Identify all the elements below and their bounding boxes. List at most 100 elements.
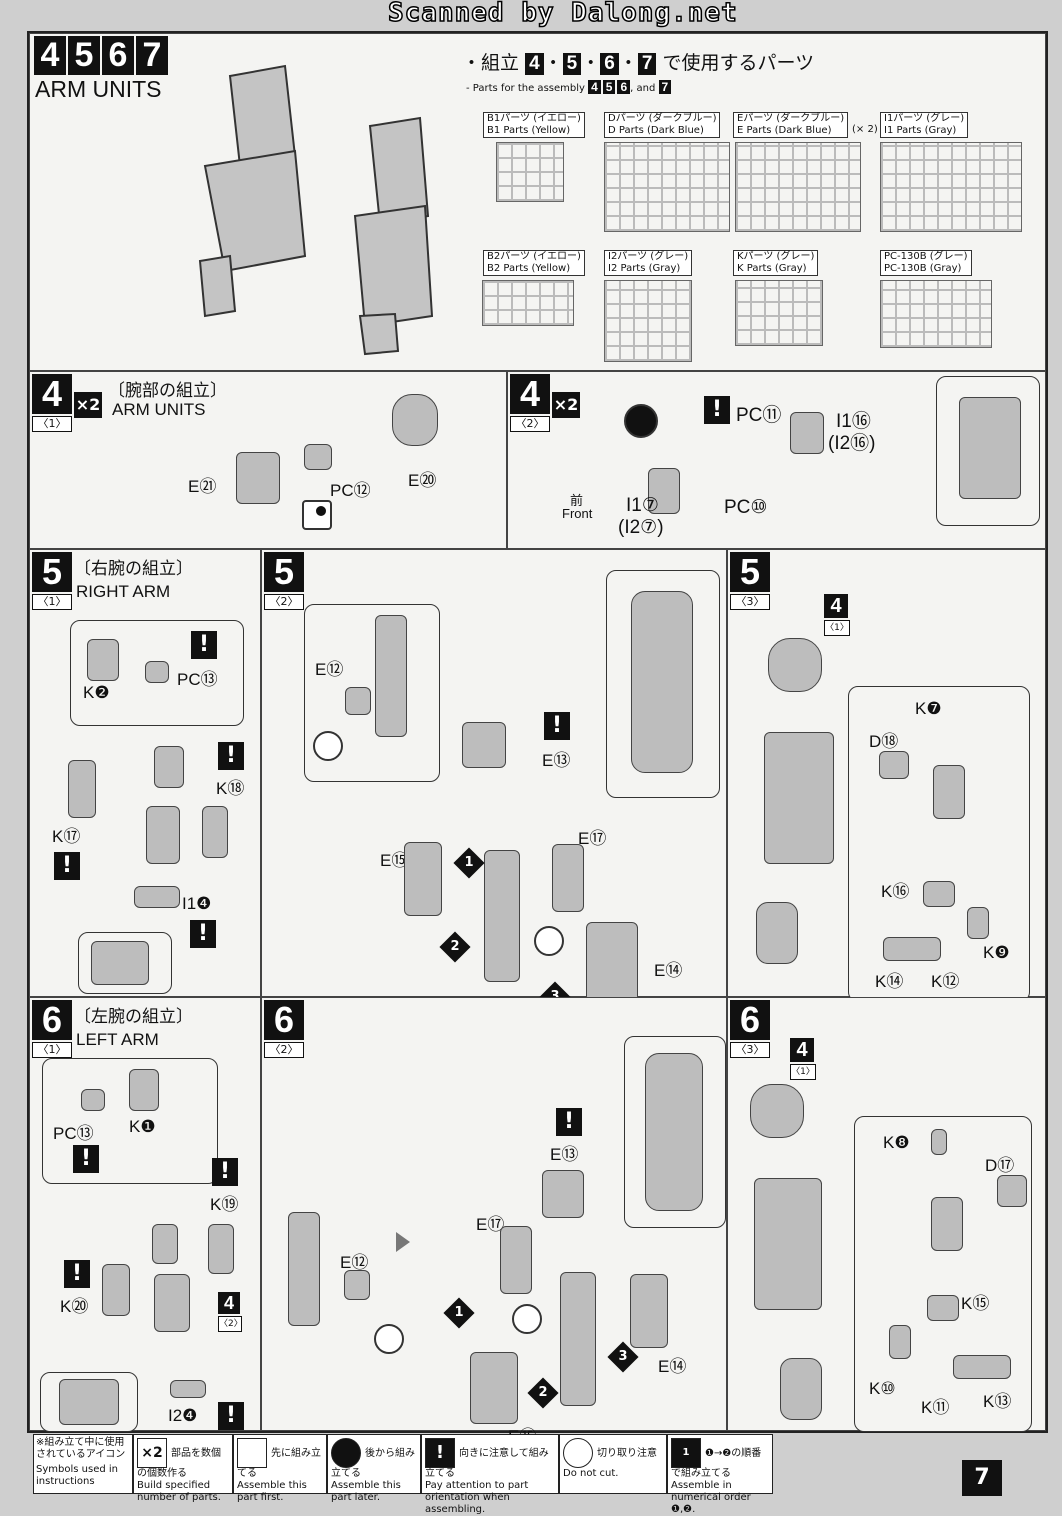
part-upper-arm — [768, 638, 822, 692]
label-e21: E㉑ — [188, 477, 217, 496]
label-e17: E⑰ — [578, 829, 607, 848]
heading-step: 4 — [525, 53, 544, 75]
label-i17: I1⑦ — [626, 495, 659, 516]
runner-label-i1: I1パーツ (グレー)I1 Parts (Gray) — [880, 112, 969, 138]
parts-and-text: , and — [630, 83, 656, 94]
legend-title: ※組み立て中に使用されているアイコン Symbols used in instr… — [33, 1434, 133, 1494]
legend-jp: 切り取り注意 — [597, 1448, 657, 1459]
assemble-first-icon — [302, 500, 332, 530]
step-title-jp: 〔左腕の組立〕 — [74, 1007, 193, 1026]
label-k18: K⑱ — [216, 779, 245, 798]
orientation-warning-icon: ! — [212, 1158, 238, 1186]
order-2-icon: 2 — [527, 1377, 559, 1409]
label-i216: (I2⑯) — [828, 433, 876, 454]
orientation-warning-icon: ! — [556, 1108, 582, 1136]
order-1-icon: 1 — [453, 847, 485, 879]
label-d17: D⑰ — [985, 1156, 1015, 1175]
parts-heading: ・組立 4・5・6・7 で使用するパーツ — [462, 52, 815, 75]
part-e12 — [345, 687, 371, 715]
detail-callout: ! K❷ PC⑬ — [70, 620, 244, 726]
part-forearm-completed — [754, 1178, 822, 1310]
label-pc13: PC⑬ — [177, 670, 218, 689]
runner-e — [735, 142, 861, 232]
detail-callout: K❽ D⑰ K⑮ K⑩ K⑪ K⑬ — [854, 1116, 1032, 1432]
part-forearm-completed — [764, 732, 834, 864]
runner-label-e: Eパーツ (ダークブルー)E Parts (Dark Blue) — [733, 112, 849, 138]
runner-label-b1: B1パーツ (イエロー)B1 Parts (Yellow) — [483, 112, 585, 138]
part-e15 — [470, 1352, 518, 1424]
page-number: 7 — [962, 1460, 1002, 1496]
part-k15 — [927, 1295, 959, 1321]
part-e12 — [344, 1270, 370, 1300]
label-k13: K⑬ — [983, 1392, 1012, 1411]
step-number: 4 — [510, 374, 550, 414]
step-substep: 〈1〉 — [32, 1042, 72, 1058]
part-hand — [780, 1358, 822, 1420]
part-k9 — [967, 907, 989, 939]
part-fingers — [953, 1355, 1011, 1379]
subheading-step: 7 — [658, 80, 672, 94]
part-k18 — [154, 746, 184, 788]
order-number: 1 — [464, 855, 474, 870]
step-number: 5 — [32, 552, 72, 592]
arrow-icon — [396, 1232, 410, 1252]
runner-label-en: D Parts (Dark Blue) — [608, 125, 704, 136]
reference-step-substep: 〈1〉 — [790, 1064, 816, 1080]
runner-label-en: PC-130B (Gray) — [884, 263, 962, 274]
order-2-icon: 2 — [439, 931, 471, 963]
label-front-en: Front — [562, 506, 593, 521]
orientation-warning-icon: ! — [425, 1438, 455, 1468]
legend-item-orientation: !向きに注意して組み立てる Pay attention to part orie… — [421, 1434, 559, 1515]
part-forearm-core — [560, 1272, 596, 1406]
label-i116: I1⑯ — [836, 411, 871, 432]
step-substep: 〈2〉 — [264, 594, 304, 610]
part-e13 — [462, 722, 506, 768]
order-number: 2 — [450, 939, 460, 954]
runner-label-jp: B2パーツ (イエロー) — [487, 251, 581, 262]
part-forearm-frame — [375, 615, 407, 737]
step-title-en: LEFT ARM — [76, 1030, 159, 1049]
part-d17 — [997, 1175, 1027, 1207]
label-k7: K❼ — [915, 699, 942, 718]
reference-step-number: 4 — [824, 594, 848, 618]
runner-i1 — [880, 142, 1022, 232]
do-not-cut-icon — [512, 1304, 542, 1334]
do-not-cut-icon — [534, 926, 564, 956]
runner-b1 — [496, 142, 564, 202]
label-k20: K⑳ — [60, 1297, 89, 1316]
step-number: 5 — [730, 552, 770, 592]
runner-label-en: E Parts (Dark Blue) — [737, 125, 832, 136]
label-d18: D⑱ — [869, 732, 899, 751]
label-e20: E⑳ — [408, 471, 437, 490]
step-5-1-panel: 5 〈1〉 〔右腕の組立〕 RIGHT ARM ! K❷ PC⑬ ! K⑱ K⑰… — [29, 549, 261, 997]
orientation-warning-icon: ! — [218, 1402, 244, 1430]
multiply-x2-icon: ×2 — [74, 392, 102, 418]
part-i116 — [790, 412, 824, 454]
part-e21 — [236, 452, 280, 504]
legend-jp: 向きに注意して組み立てる — [425, 1448, 549, 1479]
part-i17 — [648, 468, 680, 514]
runner-label-en: I1 Parts (Gray) — [884, 125, 957, 136]
legend-en: Assemble this part later. — [331, 1480, 401, 1503]
legend-item-nocut: 切り取り注意 Do not cut. — [559, 1434, 667, 1494]
part-palm — [933, 765, 965, 819]
label-k19: K⑲ — [210, 1195, 239, 1214]
part-e15 — [404, 842, 442, 916]
runner-label-jp: Kパーツ (グレー) — [737, 251, 815, 262]
label-e12: E⑫ — [315, 660, 344, 679]
legend-en: Assemble this part first. — [237, 1480, 307, 1503]
step-5-3-panel: 5 〈3〉 4 〈1〉 K❼ D⑱ K⑯ K❾ K⑭ K⑫ — [727, 549, 1046, 1002]
orientation-warning-icon: ! — [191, 631, 217, 659]
part-pc13 — [81, 1089, 105, 1111]
part-k19 — [208, 1224, 234, 1274]
step-number-box: 5 — [68, 36, 100, 75]
part-k20 — [102, 1264, 130, 1316]
parts-heading-jp: ・組立 — [462, 52, 520, 74]
completed-arm-illustration — [198, 64, 434, 356]
symbols-legend: ※組み立て中に使用されているアイコン Symbols used in instr… — [27, 1430, 1044, 1515]
legend-jp: ❶→❷の順番で組み立てる — [671, 1448, 762, 1479]
part-arm-assembly — [146, 806, 180, 864]
heading-step: 5 — [562, 53, 582, 75]
subheading-step: 4 — [588, 80, 601, 94]
part-fingers — [883, 937, 941, 961]
